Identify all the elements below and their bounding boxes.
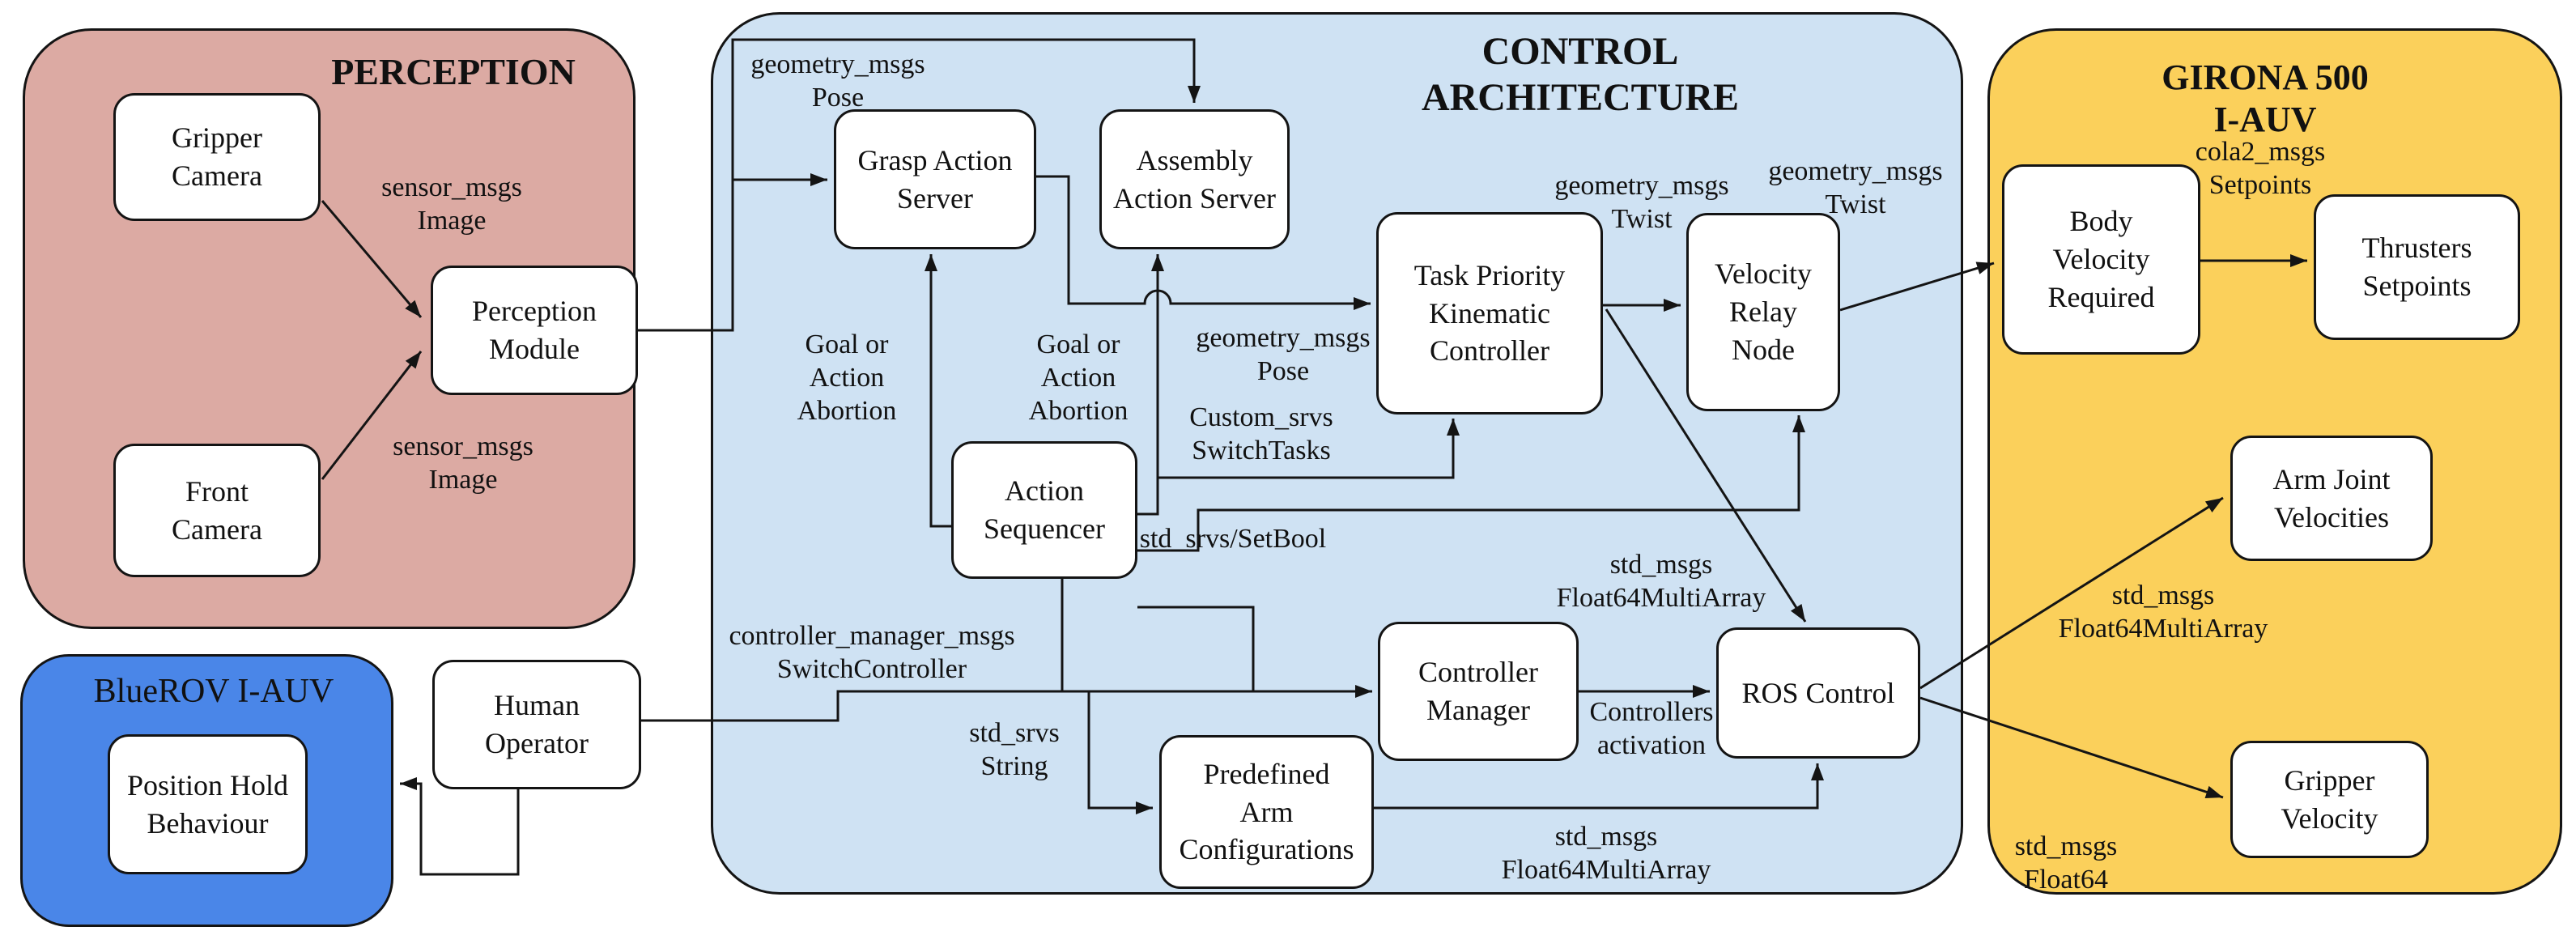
- perception-module-node: Perception Module: [431, 266, 638, 395]
- task-priority-kinematic-controller-node: Task Priority Kinematic Controller: [1376, 212, 1603, 414]
- edge-label-std-msgs-float64multiarray-girona: std_msgs Float64MultiArray: [2058, 580, 2268, 644]
- edge-label-std-srvs-string: std_srvs String: [969, 718, 1060, 781]
- edge-label-geometry-msgs-pose-top: geometry_msgs Pose: [750, 49, 925, 113]
- edge-label-geometry-msgs-twist-2: geometry_msgs Twist: [1768, 156, 1943, 219]
- edge-label-std-msgs-float64multiarray-bottom: std_msgs Float64MultiArray: [1501, 822, 1711, 885]
- edge-label-sensor-msgs-image-bottom: sensor_msgs Image: [393, 431, 533, 495]
- edge-label-sensor-msgs-image-top: sensor_msgs Image: [381, 172, 522, 236]
- action-sequencer-node: Action Sequencer: [951, 441, 1137, 579]
- edge-label-controllers-activation: Controllers activation: [1589, 697, 1714, 760]
- front-camera-node: Front Camera: [113, 444, 321, 577]
- edge-label-std-msgs-float64multiarray-tpkc: std_msgs Float64MultiArray: [1556, 550, 1766, 613]
- ros-control-node: ROS Control: [1716, 627, 1920, 759]
- edge-label-std-msgs-float64: std_msgs Float64: [2014, 831, 2118, 895]
- arm-joint-velocities-node: Arm Joint Velocities: [2230, 436, 2433, 561]
- edge-label-geometry-msgs-twist-1: geometry_msgs Twist: [1554, 171, 1729, 234]
- edge-label-std-srvs-setbool: std_srvs/SetBool: [1139, 524, 1327, 554]
- girona-title: GIRONA 500 I-AUV: [2162, 57, 2369, 139]
- body-velocity-required-node: Body Velocity Required: [2002, 164, 2200, 355]
- assembly-action-server-node: Assembly Action Server: [1099, 109, 1290, 249]
- control-architecture-title: CONTROL ARCHITECTURE: [1421, 30, 1740, 119]
- edge-human-operator-to-bluerov: [400, 777, 520, 876]
- bluerov-title: BlueROV I-AUV: [93, 673, 334, 710]
- edge-label-custom-srvs-switchtasks: Custom_srvs SwitchTasks: [1189, 402, 1333, 466]
- velocity-relay-node-node: Velocity Relay Node: [1686, 213, 1840, 411]
- edge-label-controller-manager-msgs: controller_manager_msgs SwitchController: [729, 621, 1015, 684]
- predefined-arm-configurations-node: Predefined Arm Configurations: [1159, 735, 1374, 889]
- human-operator-node: Human Operator: [432, 660, 641, 789]
- edge-label-goal-abortion-left: Goal or Action Abortion: [797, 329, 897, 426]
- position-hold-behaviour-node: Position Hold Behaviour: [108, 734, 308, 874]
- thrusters-setpoints-node: Thrusters Setpoints: [2314, 194, 2520, 340]
- gripper-camera-node: Gripper Camera: [113, 93, 321, 221]
- grasp-action-server-node: Grasp Action Server: [834, 109, 1036, 249]
- gripper-velocity-node: Gripper Velocity: [2230, 741, 2429, 858]
- edge-label-cola2-msgs-setpoints: cola2_msgs Setpoints: [2195, 137, 2326, 200]
- controller-manager-node: Controller Manager: [1378, 622, 1579, 761]
- edge-label-geometry-msgs-pose-mid: geometry_msgs Pose: [1196, 323, 1371, 386]
- perception-title: PERCEPTION: [331, 51, 576, 92]
- edge-label-goal-abortion-right: Goal or Action Abortion: [1028, 329, 1129, 426]
